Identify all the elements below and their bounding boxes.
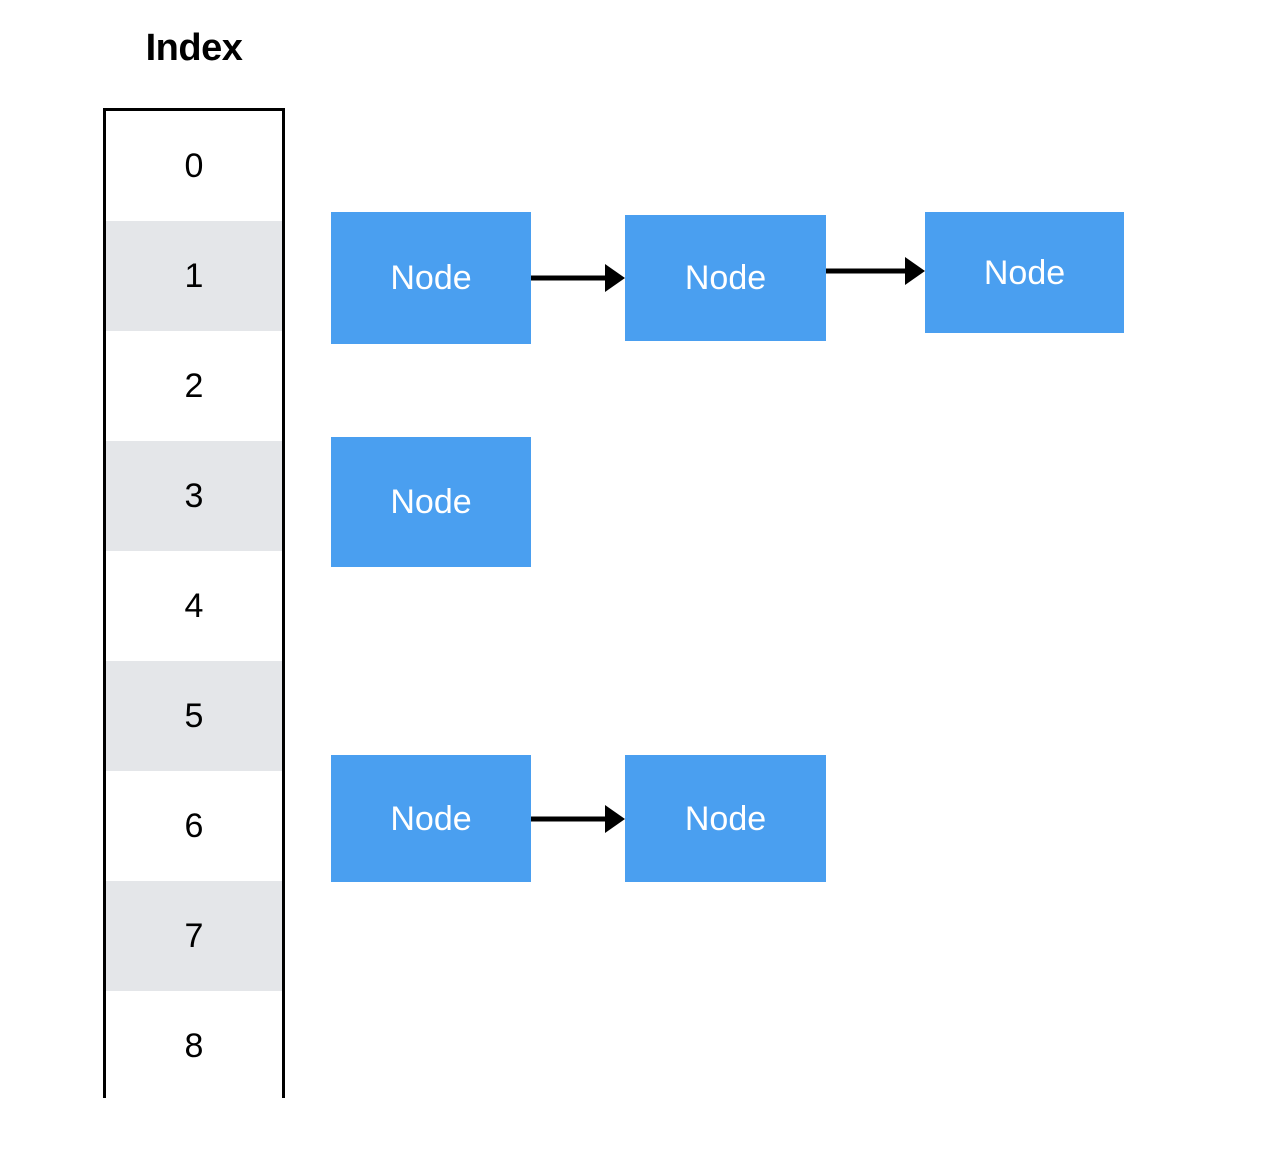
index-row-label: 3: [184, 476, 204, 515]
node-box[interactable]: Node: [625, 215, 826, 341]
index-row-2: 2: [106, 331, 282, 441]
page-title: Index: [145, 27, 243, 69]
index-row-label: 4: [184, 586, 204, 625]
index-row-label: 1: [184, 256, 204, 295]
index-row-label: 0: [184, 146, 204, 185]
node-box[interactable]: Node: [331, 755, 531, 882]
arrow-right-icon: [531, 805, 625, 833]
node-box[interactable]: Node: [625, 755, 826, 882]
node-chain-index-3: Node: [331, 437, 531, 567]
index-row-4: 4: [106, 551, 282, 661]
index-row-label: 2: [184, 366, 204, 405]
index-row-8: 8: [106, 991, 282, 1101]
arrow-right-icon: [531, 264, 625, 292]
index-row-label: 8: [184, 1026, 204, 1065]
index-row-label: 5: [184, 696, 204, 735]
index-table: 0 1 2 3 4 5 6 7 8: [103, 108, 285, 1101]
node-box[interactable]: Node: [331, 212, 531, 344]
index-row-label: 7: [184, 916, 204, 955]
index-row-6: 6: [106, 771, 282, 881]
index-row-1: 1: [106, 221, 282, 331]
index-row-label: 6: [184, 806, 204, 845]
arrow-right-icon: [826, 257, 925, 285]
node-box[interactable]: Node: [331, 437, 531, 567]
node-chain-index-1: Node Node Node: [331, 212, 1124, 344]
index-row-7: 7: [106, 881, 282, 991]
index-row-3: 3: [106, 441, 282, 551]
node-chain-index-6: Node Node: [331, 755, 826, 882]
index-row-0: 0: [106, 111, 282, 221]
node-box[interactable]: Node: [925, 212, 1124, 333]
index-row-5: 5: [106, 661, 282, 771]
